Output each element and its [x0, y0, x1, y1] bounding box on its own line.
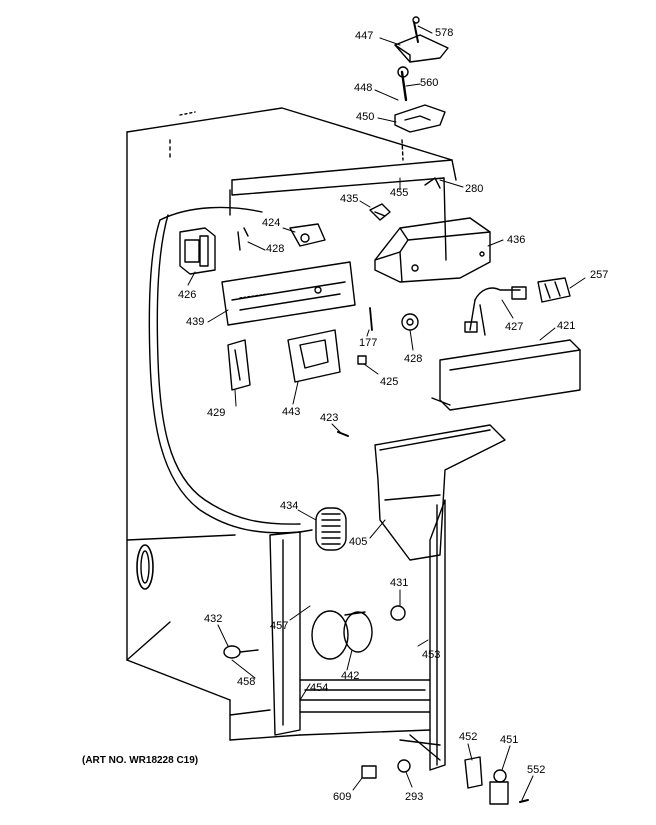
part-293 — [397, 759, 411, 773]
fan-431 — [390, 605, 406, 621]
callout-458: 458 — [237, 676, 256, 688]
diffuser-421 — [431, 339, 581, 411]
callout-453: 453 — [422, 649, 441, 661]
channel-439 — [221, 261, 356, 326]
hinge-451 — [489, 769, 509, 805]
callout-425: 425 — [380, 376, 399, 388]
art-number: (ART NO. WR18228 C19) — [82, 755, 199, 766]
clip-425 — [357, 355, 367, 365]
leader-lines — [187, 25, 586, 801]
callout-560: 560 — [420, 77, 439, 89]
callout-455: 455 — [390, 187, 409, 199]
thermostat-bracket — [394, 104, 446, 161]
callout-428-lower: 428 — [404, 353, 423, 365]
harness-427 — [464, 286, 527, 336]
callout-552: 552 — [527, 764, 546, 776]
control-housing-cap — [394, 16, 449, 63]
callout-429: 429 — [207, 407, 226, 419]
callout-405: 405 — [349, 536, 368, 548]
callout-450: 450 — [356, 111, 375, 123]
duct-405 — [374, 424, 506, 561]
part-423 — [337, 431, 349, 437]
knob-428 — [401, 313, 419, 331]
callout-452: 452 — [459, 731, 478, 743]
callout-423: 423 — [320, 412, 339, 424]
callout-424: 424 — [262, 217, 281, 229]
callout-426: 426 — [178, 289, 197, 301]
callout-427: 427 — [505, 321, 524, 333]
callout-431: 431 — [390, 577, 409, 589]
screw-560 — [397, 66, 409, 102]
damper-443 — [287, 329, 341, 383]
callout-177: 177 — [359, 337, 378, 349]
bushing-432 — [223, 645, 259, 659]
clip-435 — [369, 203, 391, 221]
callout-448: 448 — [354, 82, 373, 94]
bracket-452 — [464, 756, 483, 789]
control-housing — [374, 217, 491, 283]
grille-434 — [315, 507, 347, 551]
fan-motor-442 — [311, 610, 373, 660]
callout-428-upper: 428 — [266, 243, 285, 255]
callout-451: 451 — [500, 734, 519, 746]
callout-454: 454 — [310, 682, 329, 694]
callout-280: 280 — [465, 183, 484, 195]
callout-447: 447 — [355, 30, 374, 42]
callout-432: 432 — [204, 613, 223, 625]
screw-552 — [519, 799, 529, 803]
bracket-429 — [227, 339, 251, 391]
callout-436: 436 — [507, 234, 526, 246]
callout-457: 457 — [270, 620, 289, 632]
callout-421: 421 — [557, 320, 576, 332]
callout-578: 578 — [435, 27, 454, 39]
screw-177 — [369, 307, 373, 331]
callout-442: 442 — [341, 670, 360, 682]
cabinet-outline — [126, 107, 457, 741]
callout-257: 257 — [590, 269, 609, 281]
callout-443: 443 — [282, 406, 301, 418]
callout-293: 293 — [405, 791, 424, 803]
timer-257 — [537, 277, 571, 303]
callout-609: 609 — [333, 791, 352, 803]
part-280 — [424, 177, 441, 189]
callout-439: 439 — [186, 316, 205, 328]
part-428-lever — [237, 227, 249, 251]
switch-424 — [289, 223, 326, 247]
receptacle-426 — [179, 227, 216, 275]
part-609 — [361, 765, 377, 779]
callout-434: 434 — [280, 500, 299, 512]
mullion-parts — [269, 499, 446, 771]
callout-435: 435 — [340, 193, 359, 205]
